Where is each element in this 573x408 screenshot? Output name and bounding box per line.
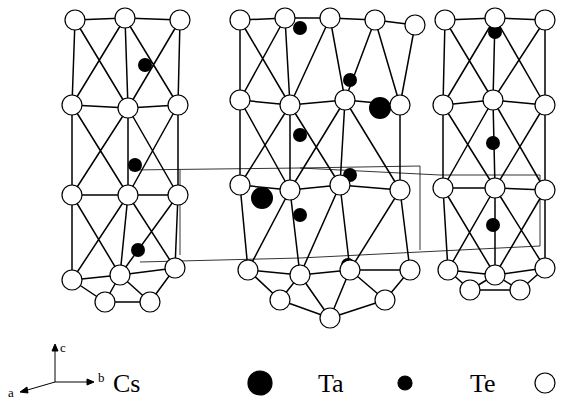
- legend-label: Cs: [113, 371, 140, 397]
- te-atom: [365, 10, 385, 30]
- te-atom: [535, 95, 555, 115]
- cs-atom: [251, 187, 273, 209]
- te-atom: [110, 265, 130, 285]
- axis-triad: [20, 344, 94, 393]
- te-atom: [95, 292, 115, 312]
- te-atom: [400, 260, 420, 280]
- legend-label: Ta: [318, 371, 344, 397]
- te-atom: [118, 98, 138, 118]
- te-atom: [62, 270, 82, 290]
- axis-label: c: [60, 341, 66, 354]
- te-atom: [230, 10, 250, 30]
- te-atom: [435, 10, 455, 30]
- te-atom: [280, 95, 300, 115]
- te-atom: [230, 90, 250, 110]
- te-atom: [118, 185, 138, 205]
- te-atom: [290, 265, 310, 285]
- te-atom: [535, 10, 555, 30]
- axis-label: a: [8, 386, 14, 399]
- te-atom: [330, 175, 350, 195]
- te-atom: [390, 180, 410, 200]
- te-atom: [438, 260, 458, 280]
- ta-atom: [343, 73, 357, 87]
- te-atom: [140, 292, 160, 312]
- te-atom: [340, 260, 360, 280]
- ta-atom: [293, 21, 307, 35]
- te-atom: [320, 308, 340, 328]
- te-atom: [238, 260, 258, 280]
- octahedra-chain: [230, 8, 425, 328]
- cs-atom: [369, 97, 391, 119]
- te-atom: [485, 8, 505, 28]
- ta-atom: [293, 208, 307, 222]
- te-atom: [170, 10, 190, 30]
- ta-atom: [138, 58, 152, 72]
- te-atom: [375, 290, 395, 310]
- te-atom: [62, 95, 82, 115]
- legend-label: Te: [470, 371, 496, 397]
- te-atom: [62, 185, 82, 205]
- te-atom: [335, 90, 355, 110]
- te-atom: [510, 280, 530, 300]
- te-atom: [433, 178, 453, 198]
- octahedra-chain: [62, 8, 190, 312]
- te-atom: [535, 258, 555, 278]
- ta-atom: [131, 243, 145, 257]
- te-atom: [165, 258, 185, 278]
- ta-atom: [293, 128, 307, 142]
- te-atom: [390, 95, 410, 115]
- te-atom: [483, 90, 503, 110]
- te-atom: [280, 180, 300, 200]
- te-atom: [168, 95, 188, 115]
- te-atom: [270, 290, 290, 310]
- legend-swatch: [535, 373, 555, 393]
- ta-atom: [486, 136, 500, 150]
- te-atom: [535, 180, 555, 200]
- legend-swatch: [248, 371, 272, 395]
- te-atom: [485, 265, 505, 285]
- te-atom: [65, 10, 85, 30]
- te-atom: [460, 280, 480, 300]
- legend-swatch: [398, 376, 412, 390]
- axis-label: b: [98, 371, 105, 384]
- ta-atom: [486, 218, 500, 232]
- te-atom: [275, 8, 295, 28]
- te-atom: [485, 178, 505, 198]
- te-atom: [115, 8, 135, 28]
- te-atom: [230, 175, 250, 195]
- te-atom: [405, 15, 425, 35]
- te-atom: [433, 95, 453, 115]
- te-atom: [320, 8, 340, 28]
- ta-atom: [128, 158, 142, 172]
- octahedra-chain: [433, 8, 555, 300]
- te-atom: [168, 185, 188, 205]
